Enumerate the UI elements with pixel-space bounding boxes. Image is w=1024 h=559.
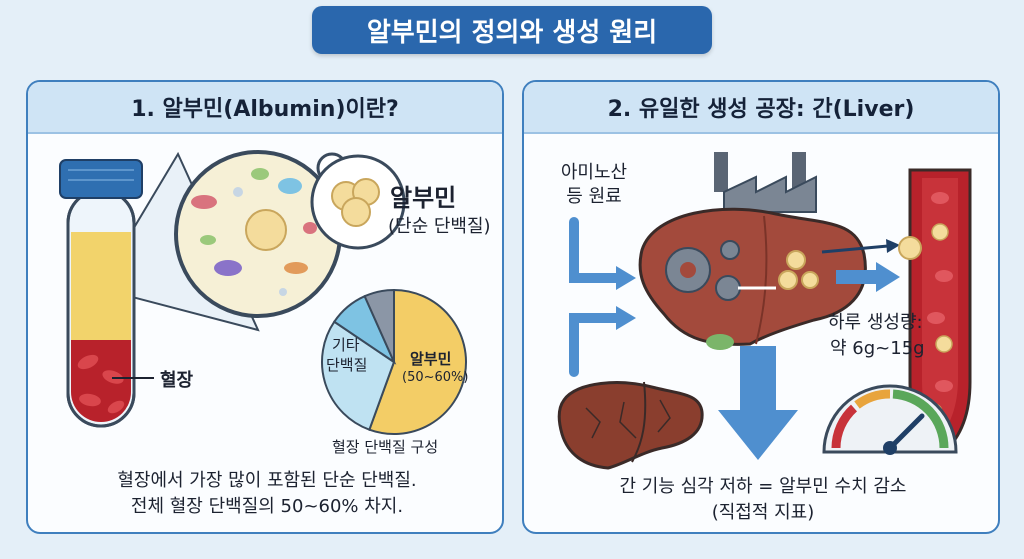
description-line2: 전체 혈장 단백질의 50~60% 차지. bbox=[130, 496, 404, 517]
albumin-definition-heading: 1. 알부민(Albumin)이란? bbox=[28, 82, 502, 134]
test-tube-icon bbox=[59, 159, 143, 428]
pie-label-other-line1: 기타 bbox=[332, 336, 360, 354]
albumin-label: 알부민 bbox=[390, 184, 457, 212]
pie-slice-2 bbox=[321, 320, 396, 431]
raw-material-line2: 등 원료 bbox=[566, 186, 622, 207]
pie-slice-4 bbox=[363, 288, 395, 363]
albumin-definition-panel: 1. 알부민(Albumin)이란? bbox=[26, 80, 504, 534]
liver-production-panel: 2. 유일한 생성 공장: 간(Liver) bbox=[522, 80, 1000, 534]
albumin-output-icon bbox=[778, 250, 819, 290]
plasma-label: 혈장 bbox=[160, 370, 194, 391]
down-arrow-icon bbox=[718, 346, 798, 460]
damaged-liver-icon bbox=[557, 381, 704, 470]
magnified-plasma-icon bbox=[174, 150, 342, 318]
liver-illustration bbox=[557, 152, 972, 470]
albumin-illustration bbox=[59, 150, 467, 435]
conclusion-line2: (직접적 지표) bbox=[711, 502, 815, 523]
raw-material-arrows-icon bbox=[569, 217, 621, 377]
pie-label-other-line2: 단백질 bbox=[326, 356, 368, 374]
pie-caption: 혈장 단백질 구성 bbox=[332, 438, 439, 456]
conclusion-line1: 간 기능 심각 저하 = 알부민 수치 감소 bbox=[619, 476, 907, 497]
plasma-protein-pie-chart bbox=[321, 288, 467, 435]
pie-slice-1 bbox=[368, 288, 467, 435]
albumin-molecule-icon bbox=[331, 178, 380, 227]
description-line1: 혈장에서 가장 많이 포함된 단순 단백질. bbox=[117, 470, 417, 491]
albumin-sublabel: (단순 단백질) bbox=[388, 216, 491, 237]
pie-label-albumin-range: (50~60%) bbox=[402, 370, 469, 385]
gear-icon bbox=[665, 240, 741, 301]
daily-production-line2: 약 6g~15g bbox=[830, 338, 925, 359]
factory-icon bbox=[714, 152, 817, 213]
gauge-icon bbox=[822, 384, 958, 455]
pie-label-albumin: 알부민 bbox=[410, 350, 452, 368]
page-title: 알부민의 정의와 생성 원리 bbox=[312, 6, 712, 54]
raw-material-line1: 아미노산 bbox=[560, 162, 628, 183]
liver-production-heading: 2. 유일한 생성 공장: 간(Liver) bbox=[524, 82, 998, 134]
liver-factory-icon bbox=[638, 207, 867, 350]
daily-production-line1: 하루 생성량: bbox=[828, 312, 923, 333]
output-arrow-icon bbox=[836, 262, 900, 292]
